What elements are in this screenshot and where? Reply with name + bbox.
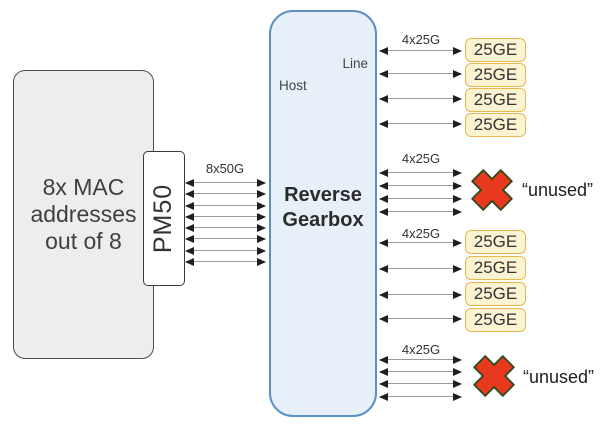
port-25ge-box: 25GE (465, 256, 526, 280)
unused-label: “unused” (523, 367, 595, 387)
port-25ge-box: 25GE (465, 230, 526, 254)
reverse-gearbox-block: Host Line Reverse Gearbox (269, 10, 377, 417)
mac-addresses-block: 8x MAC addresses out of 8 (13, 70, 154, 359)
line-group-3-rate-label: 4x25G (401, 226, 441, 241)
mac-label-line-3: out of 8 (45, 228, 122, 254)
mac-label-line-2: addresses (30, 201, 137, 227)
port-25ge-box: 25GE (465, 38, 526, 62)
pm50-block: PM50 (143, 151, 185, 286)
host-lane-arrow (185, 201, 266, 210)
port-25ge-box: 25GE (465, 88, 526, 112)
host-lane-arrow (185, 189, 266, 198)
host-lane-arrow (185, 246, 266, 255)
line-lane-arrow (379, 392, 462, 401)
line-lane-arrow (379, 314, 462, 323)
line-group-1-rate-label: 4x25G (401, 32, 441, 47)
line-group-2-rate-label: 4x25G (401, 151, 441, 166)
line-lane-arrow (379, 290, 462, 299)
line-lane-arrow (379, 69, 462, 78)
gearbox-host-side-label: Host (279, 78, 307, 93)
line-group-4-rate-label: 4x25G (401, 342, 441, 357)
line-lane-arrow (379, 367, 462, 376)
host-lane-arrow (185, 234, 266, 243)
host-link-rate-label: 8x50G (205, 161, 245, 176)
line-lane-arrow (379, 207, 462, 216)
gearbox-title: Reverse Gearbox (271, 183, 375, 233)
line-lane-arrow (379, 379, 462, 388)
port-25ge-box: 25GE (465, 308, 526, 332)
host-lane-arrow (185, 178, 266, 187)
unused-label: “unused” (522, 180, 594, 200)
gearbox-title-line-2: Gearbox (282, 209, 364, 231)
line-lane-arrow (379, 46, 462, 55)
line-lane-arrow (379, 94, 462, 103)
line-lane-arrow (379, 264, 462, 273)
line-lane-arrow (379, 119, 462, 128)
line-lane-arrow (379, 355, 462, 364)
host-lane-arrow (185, 223, 266, 232)
mac-label-line-1: 8x MAC (42, 174, 125, 200)
gearbox-line-side-label: Line (342, 56, 368, 71)
port-25ge-box: 25GE (465, 282, 526, 306)
unused-x-icon (473, 355, 515, 397)
host-lane-arrow (185, 257, 266, 266)
gearbox-title-line-1: Reverse (284, 184, 362, 206)
port-25ge-box: 25GE (465, 113, 526, 137)
port-25ge-box: 25GE (465, 63, 526, 87)
line-lane-arrow (379, 168, 462, 177)
pm50-label: PM50 (149, 183, 178, 254)
host-lane-arrow (185, 212, 266, 221)
unused-x-icon (471, 169, 513, 211)
line-lane-arrow (379, 194, 462, 203)
line-lane-arrow (379, 181, 462, 190)
line-lane-arrow (379, 238, 462, 247)
